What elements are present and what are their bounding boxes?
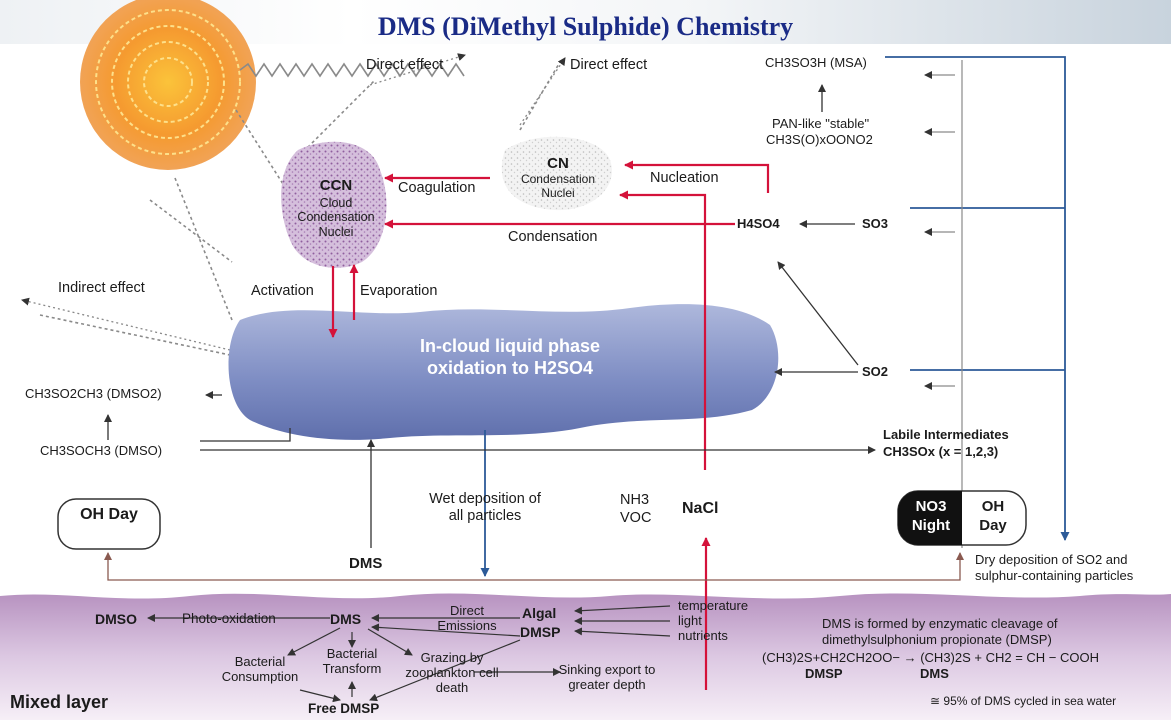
labile-intermediates-label: Labile Intermediates [883, 427, 1009, 442]
day-right-label: Day [979, 517, 1007, 534]
condensation-label: Condensation [508, 229, 598, 245]
in-cloud-oxidation-label: In-cloud liquid phase oxidation to H2SO4 [420, 336, 600, 378]
photo-oxidation-label: Photo-oxidation [182, 611, 276, 626]
dry-deposition-label-2: sulphur-containing particles [975, 568, 1134, 583]
nh3-label: NH3 [620, 492, 650, 508]
sun-icon [80, 0, 256, 170]
algal-label: Algal [522, 605, 557, 621]
radiation-waves [39, 61, 561, 356]
coagulation-label: Coagulation [398, 180, 476, 196]
mixed-layer-label: Mixed layer [10, 692, 109, 712]
dmso2-label: CH3SO2CH3 (DMSO2) [25, 386, 162, 401]
reaction-dmsp-label: DMSP [805, 666, 843, 681]
sea-layer [0, 593, 1171, 720]
dmso-label: CH3SOCH3 (DMSO) [40, 443, 163, 458]
no3-label: NO3 [915, 498, 947, 515]
oh-day-left-box [57, 498, 161, 550]
dms-atmosphere-label: DMS [349, 555, 383, 572]
labile-formula-label: CH3SOx (x = 1,2,3) [883, 444, 999, 459]
cn-subtitle: Condensation Nuclei [520, 172, 596, 200]
wave-indirect [239, 62, 465, 78]
page-title: DMS (DiMethyl Sulphide) Chemistry [377, 12, 794, 41]
night-label: Night [911, 517, 951, 534]
direct-effect-label-1: Direct effect [366, 57, 444, 73]
temperature-label: temperature [678, 598, 749, 613]
voc-label: VOC [620, 510, 652, 526]
activation-label: Activation [251, 283, 314, 299]
dmsp-label: DMSP [520, 624, 561, 640]
dry-deposition-label-1: Dry deposition of SO2 and [975, 552, 1128, 567]
nutrients-label: nutrients [678, 628, 728, 643]
ccn-title: CCN [319, 177, 353, 194]
evaporation-label: Evaporation [360, 283, 438, 299]
h4so4-label: H4SO4 [737, 216, 780, 231]
free-dmsp-label: Free DMSP [308, 701, 380, 716]
oh-right-label: OH [981, 498, 1005, 515]
sinking-export-label: Sinking export to greater depth [558, 662, 656, 692]
oh-day-left-label: OH Day [80, 506, 138, 523]
no3-oh-box [897, 490, 1027, 546]
so3-label: SO3 [862, 216, 889, 231]
light-label: light [678, 613, 702, 628]
cn-particle [501, 136, 612, 211]
grazing-label: Grazing by zooplankton cell death [405, 650, 499, 695]
bacterial-transform-label: Bacterial Transform [322, 646, 382, 676]
note-line-1: DMS is formed by enzymatic cleavage of [822, 616, 1058, 631]
pan-formula-label: CH3S(O)xOONO2 [766, 132, 873, 147]
pan-like-label: PAN-like "stable" [772, 116, 870, 131]
cn-title: CN [547, 155, 569, 172]
dms-sea-label: DMS [330, 611, 362, 627]
so2-label: SO2 [862, 364, 889, 379]
dmso-sea-label: DMSO [95, 611, 137, 627]
nucleation-label: Nucleation [650, 170, 719, 186]
reaction-equation: (CH3)2S+CH2CH2OO− → (CH3)2S + CH2 = CH −… [762, 650, 1100, 665]
direct-emissions-label: Direct Emissions [437, 603, 497, 633]
ccn-particle [281, 141, 387, 268]
note-line-2: dimethylsulphonium propionate (DMSP) [822, 632, 1052, 647]
nacl-label: NaCl [682, 500, 719, 517]
direct-effect-label-2: Direct effect [570, 57, 648, 73]
wet-deposition-label: Wet deposition of all particles [429, 491, 541, 524]
indirect-effect-label: Indirect effect [58, 280, 145, 296]
cloud-shape [228, 304, 779, 440]
ccn-subtitle: Cloud Condensation Nuclei [297, 196, 375, 239]
reaction-dms-label: DMS [920, 666, 949, 681]
bacterial-consumption-label: Bacterial Consumption [221, 654, 299, 684]
cycled-note: ≅ 95% of DMS cycled in sea water [930, 694, 1117, 708]
msa-label: CH3SO3H (MSA) [765, 55, 867, 70]
